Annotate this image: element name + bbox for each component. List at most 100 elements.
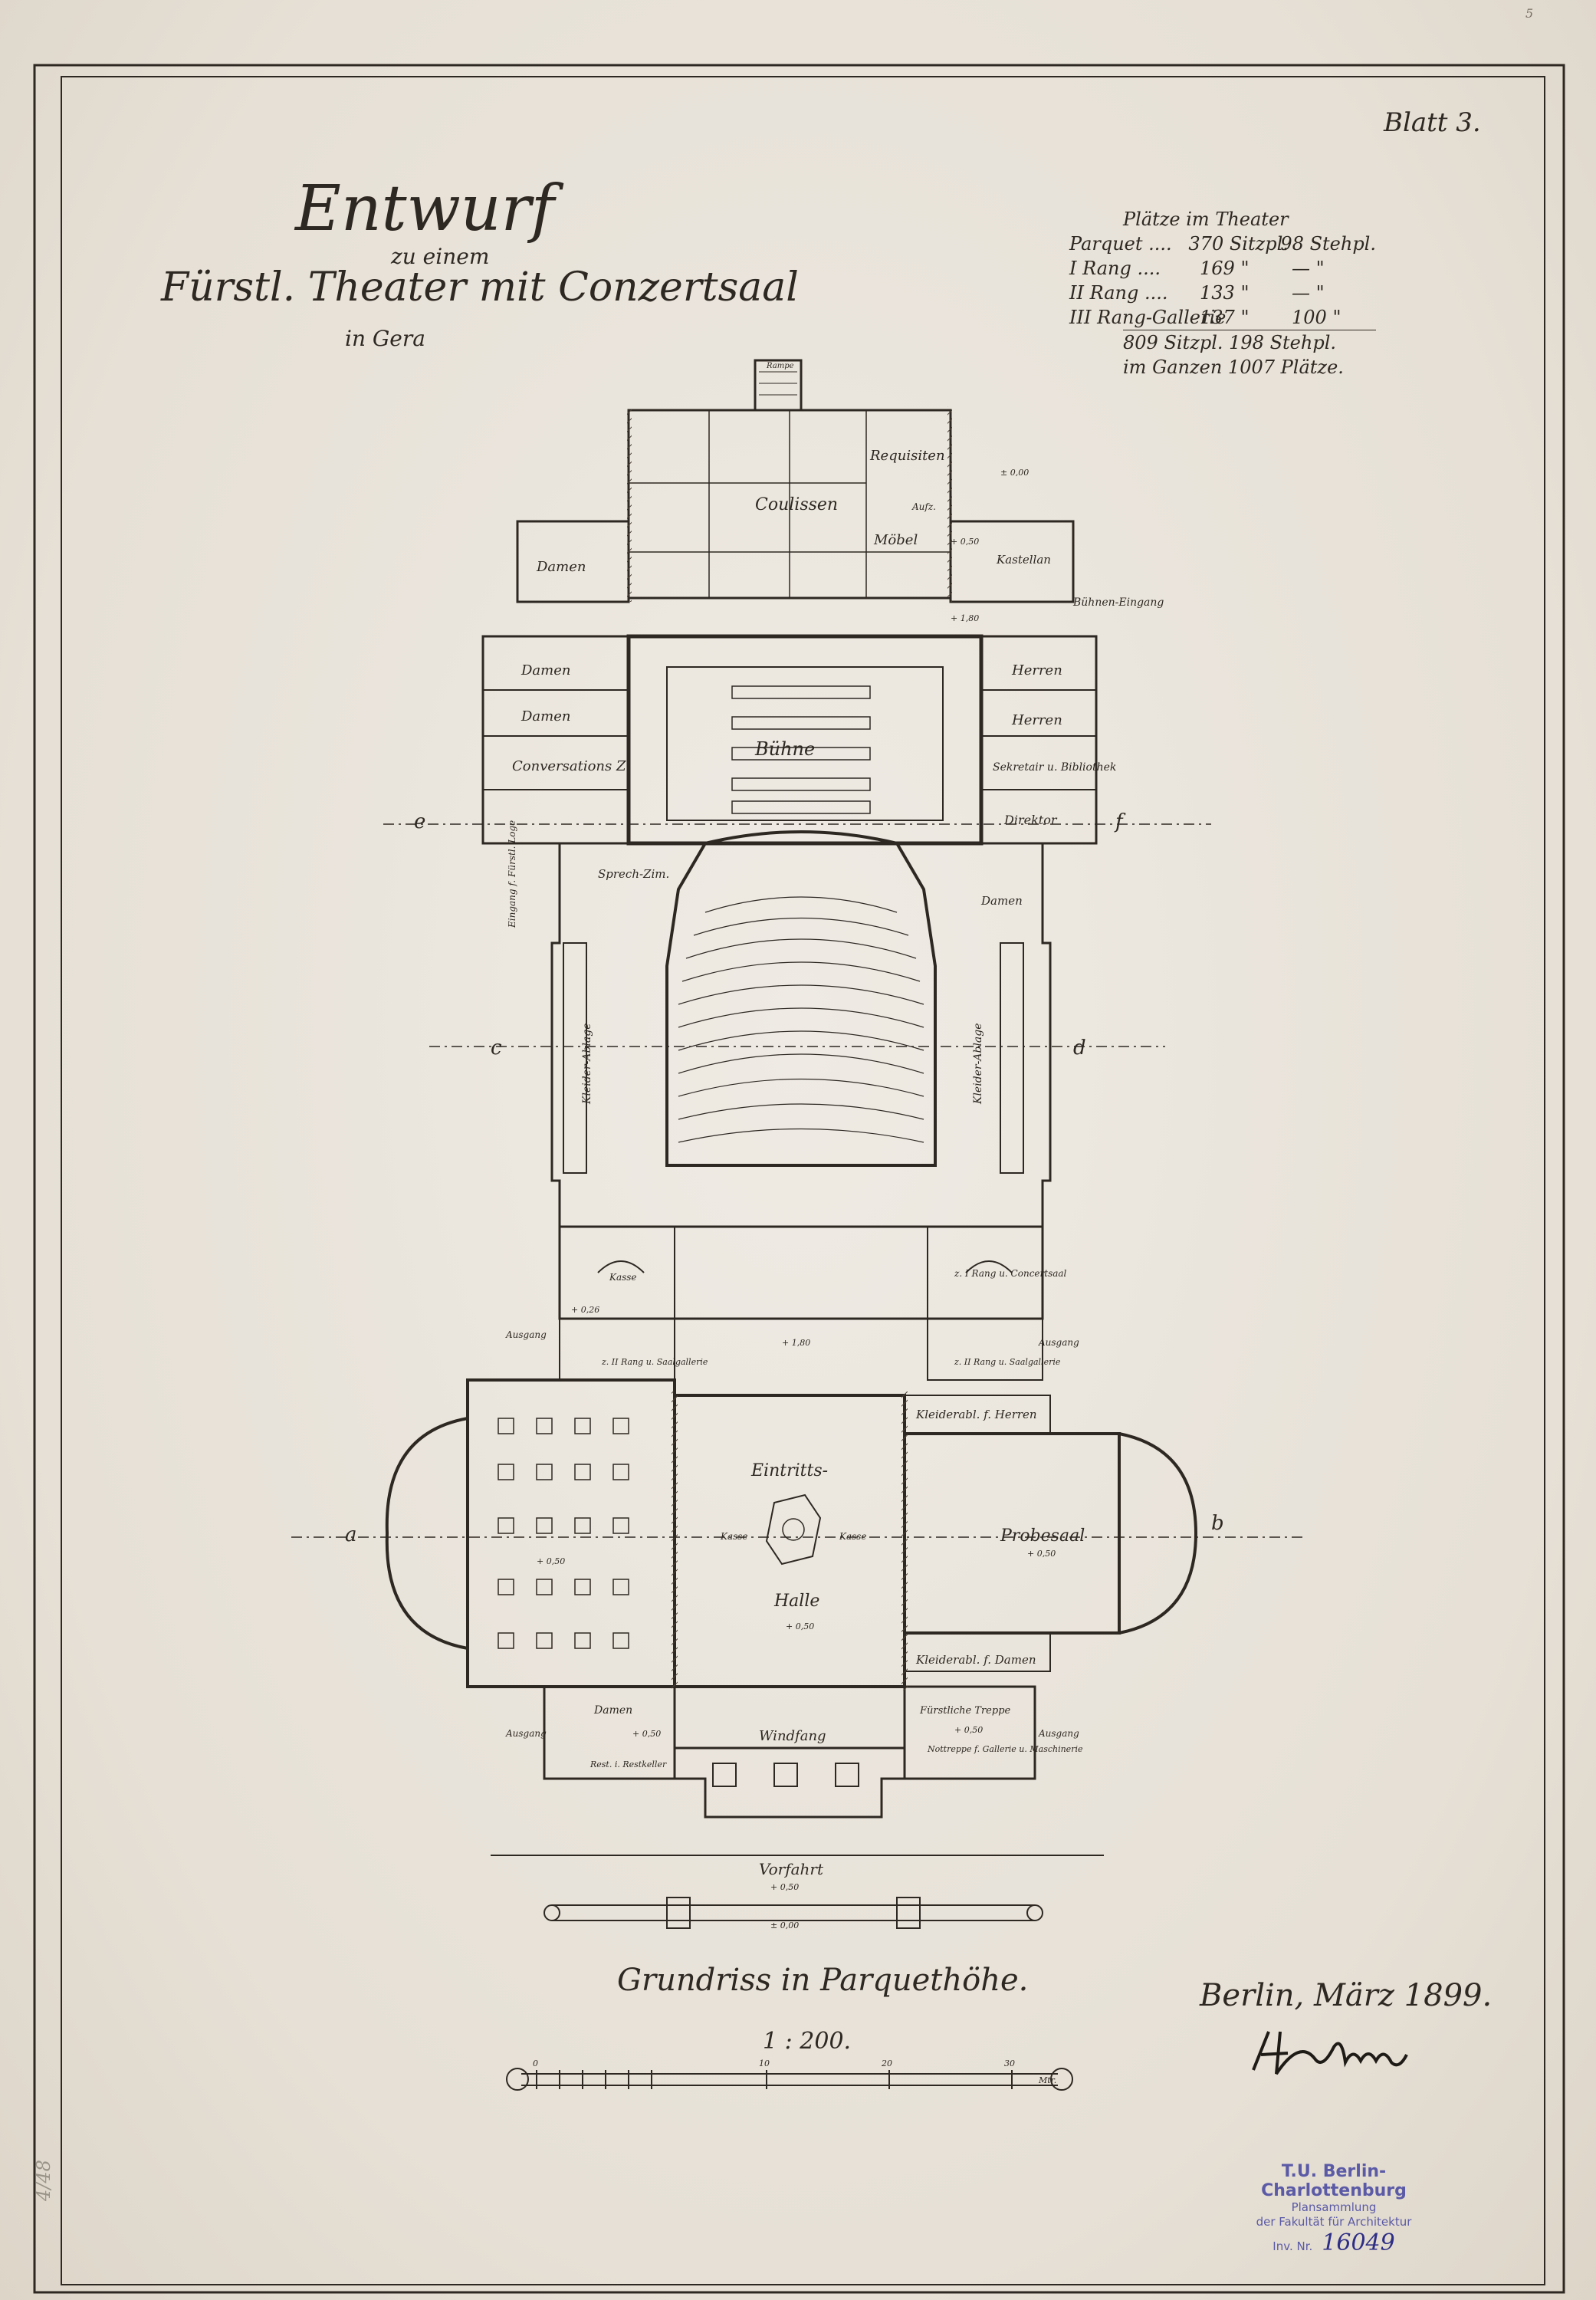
label-damen-1: Damen — [521, 662, 570, 678]
label-windfang: Windfang — [759, 1728, 826, 1744]
label-rang-right: z. II Rang u. Saalgallerie — [954, 1357, 1061, 1367]
label-rang-concert: z. I Rang u. Concertsaal — [954, 1268, 1067, 1279]
level-b: + 1,80 — [951, 613, 979, 623]
label-nottreppe: Nottreppe f. Gallerie u. Maschinerie — [927, 1744, 1083, 1754]
stamp-inv-number: 16049 — [1322, 2229, 1395, 2256]
label-probesaal: Probesaal — [1000, 1526, 1085, 1546]
windfang-room — [673, 1685, 906, 1750]
label-rang-left: z. II Rang u. Saalgallerie — [601, 1357, 708, 1367]
outer-border — [33, 64, 1565, 2294]
label-eingang-furst: Eingang f. Fürstl. Loge — [507, 820, 517, 928]
label-ausgang-2: Ausgang — [1038, 1337, 1079, 1348]
label-buhnen-eingang: Bühnen-Eingang — [1072, 596, 1164, 609]
level-k: + 0,26 — [571, 1305, 599, 1315]
label-mobel: Möbel — [873, 532, 918, 548]
probesaal-apse — [1118, 1432, 1198, 1635]
label-damen-right: Damen — [980, 894, 1023, 908]
seating-row: Parquet .... 370 Sitzpl. 98 Stehpl. — [1069, 232, 1376, 256]
label-buhne: Bühne — [754, 738, 815, 760]
label-kleider-right: Kleider-Ablage — [972, 1023, 984, 1105]
label-sprech: Sprech-Zim. — [598, 867, 669, 881]
label-ausgang-3: Ausgang — [505, 1728, 547, 1739]
level-i: + 0,50 — [770, 1882, 799, 1892]
stage-inner — [666, 666, 944, 821]
label-kastellan: Kastellan — [996, 553, 1051, 567]
seating-row-standing: 98 Stehpl. — [1280, 233, 1376, 255]
title-main: Fürstl. Theater mit Conzertsaal — [161, 264, 799, 310]
label-herren-1: Herren — [1011, 662, 1062, 678]
label-requisiten: Requisiten — [869, 448, 945, 464]
seating-row-name: III Rang-Gallerie — [1069, 307, 1227, 328]
scale-label: 1 : 200. — [763, 2028, 852, 2055]
stamp-collection: Plansammlung — [1291, 2200, 1377, 2214]
seating-table: Plätze im Theater Parquet .... 370 Sitzp… — [1069, 207, 1376, 380]
section-f: f — [1114, 810, 1126, 833]
level-j: ± 0,00 — [770, 1921, 799, 1930]
stamp-inv-label: Inv. Nr. — [1273, 2239, 1313, 2253]
plan-caption: Grundriss in Parquethöhe. — [617, 1963, 1029, 1998]
title-entwurf: Entwurf — [295, 172, 555, 245]
label-coulissen: Coulissen — [755, 495, 838, 514]
label-ausgang-1: Ausgang — [505, 1329, 547, 1340]
right-stair-block — [927, 1226, 1043, 1381]
sheet-number: Blatt 3. — [1384, 107, 1481, 138]
label-kasse-l: Kasse — [720, 1531, 748, 1542]
label-vorfahrt: Vorfahrt — [759, 1860, 824, 1878]
label-herren-2: Herren — [1011, 712, 1062, 728]
seating-row-seats: 137 " — [1200, 307, 1250, 328]
section-c: c — [491, 1037, 502, 1060]
level-top: ± 0,00 — [1000, 468, 1029, 478]
pencil-mark: 4/48 — [32, 2160, 54, 2201]
section-d: d — [1073, 1037, 1086, 1060]
scale-tick-0: 0 — [533, 2058, 538, 2068]
label-aufz: Aufz. — [911, 501, 936, 512]
stamp-faculty: der Fakultät für Architektur — [1256, 2215, 1412, 2229]
archive-stamp: T.U. Berlin-Charlottenburg Plansammlung … — [1219, 2162, 1449, 2256]
label-direktor: Direktor — [1003, 813, 1058, 827]
label-furstl-treppe: Fürstliche Treppe — [919, 1705, 1011, 1717]
label-kleiderabl-damen: Kleiderabl. f. Damen — [915, 1653, 1036, 1667]
label-damen-2: Damen — [521, 708, 570, 724]
label-kasse-small: Kasse — [609, 1272, 637, 1283]
section-a: a — [345, 1523, 357, 1546]
seating-row-name: I Rang .... — [1069, 258, 1161, 279]
scale-tick-30: 30 — [1004, 2058, 1015, 2068]
portico — [675, 1777, 905, 1819]
seating-row: III Rang-Gallerie 137 " 100 " — [1069, 305, 1376, 330]
label-damen-bottom: Damen — [593, 1704, 632, 1717]
level-c: + 1,80 — [782, 1338, 810, 1348]
level-d: + 0,50 — [632, 1729, 661, 1739]
restaurant-apse — [385, 1417, 468, 1650]
rampe-stairs — [754, 359, 803, 412]
architect-signature — [1252, 2031, 1408, 2075]
corner-mark: 5 — [1525, 6, 1534, 21]
auditorium-bowl — [665, 830, 937, 1167]
entrance-hall — [673, 1394, 906, 1688]
title-location: in Gera — [345, 326, 425, 351]
label-kleiderabl-herren: Kleiderabl. f. Herren — [915, 1408, 1037, 1421]
scale-tick-20: 20 — [881, 2058, 892, 2068]
level-g: + 0,50 — [786, 1622, 814, 1631]
scale-tick-10: 10 — [759, 2058, 770, 2068]
label-kasse-r: Kasse — [839, 1531, 867, 1542]
level-a: + 0,50 — [951, 537, 979, 547]
seating-row: II Rang .... 133 " — " — [1069, 281, 1376, 305]
seating-row-standing: — " — [1292, 258, 1325, 279]
label-rampe: Rampe — [766, 362, 794, 370]
place-date: Berlin, März 1899. — [1200, 1978, 1493, 2013]
seating-row-name: II Rang .... — [1069, 282, 1168, 304]
label-kleider-left: Kleider-Ablage — [581, 1023, 593, 1105]
label-conversations: Conversations Z. — [512, 758, 630, 774]
label-damen-top: Damen — [536, 559, 586, 575]
seating-row-standing: 100 " — [1292, 307, 1341, 328]
label-halle: Halle — [773, 1592, 819, 1611]
label-ausgang-4: Ausgang — [1038, 1728, 1079, 1739]
seating-total: 809 Sitzpl. 198 Stehpl. — [1123, 330, 1376, 355]
seating-grand-total: im Ganzen 1007 Plätze. — [1123, 356, 1344, 378]
seating-row-standing: — " — [1292, 282, 1325, 304]
seating-row-name: Parquet .... — [1069, 233, 1172, 255]
label-sekretar: Sekretair u. Bibliothek — [993, 761, 1116, 774]
section-b: b — [1211, 1512, 1224, 1535]
kleider-ablage-right — [1000, 942, 1024, 1174]
